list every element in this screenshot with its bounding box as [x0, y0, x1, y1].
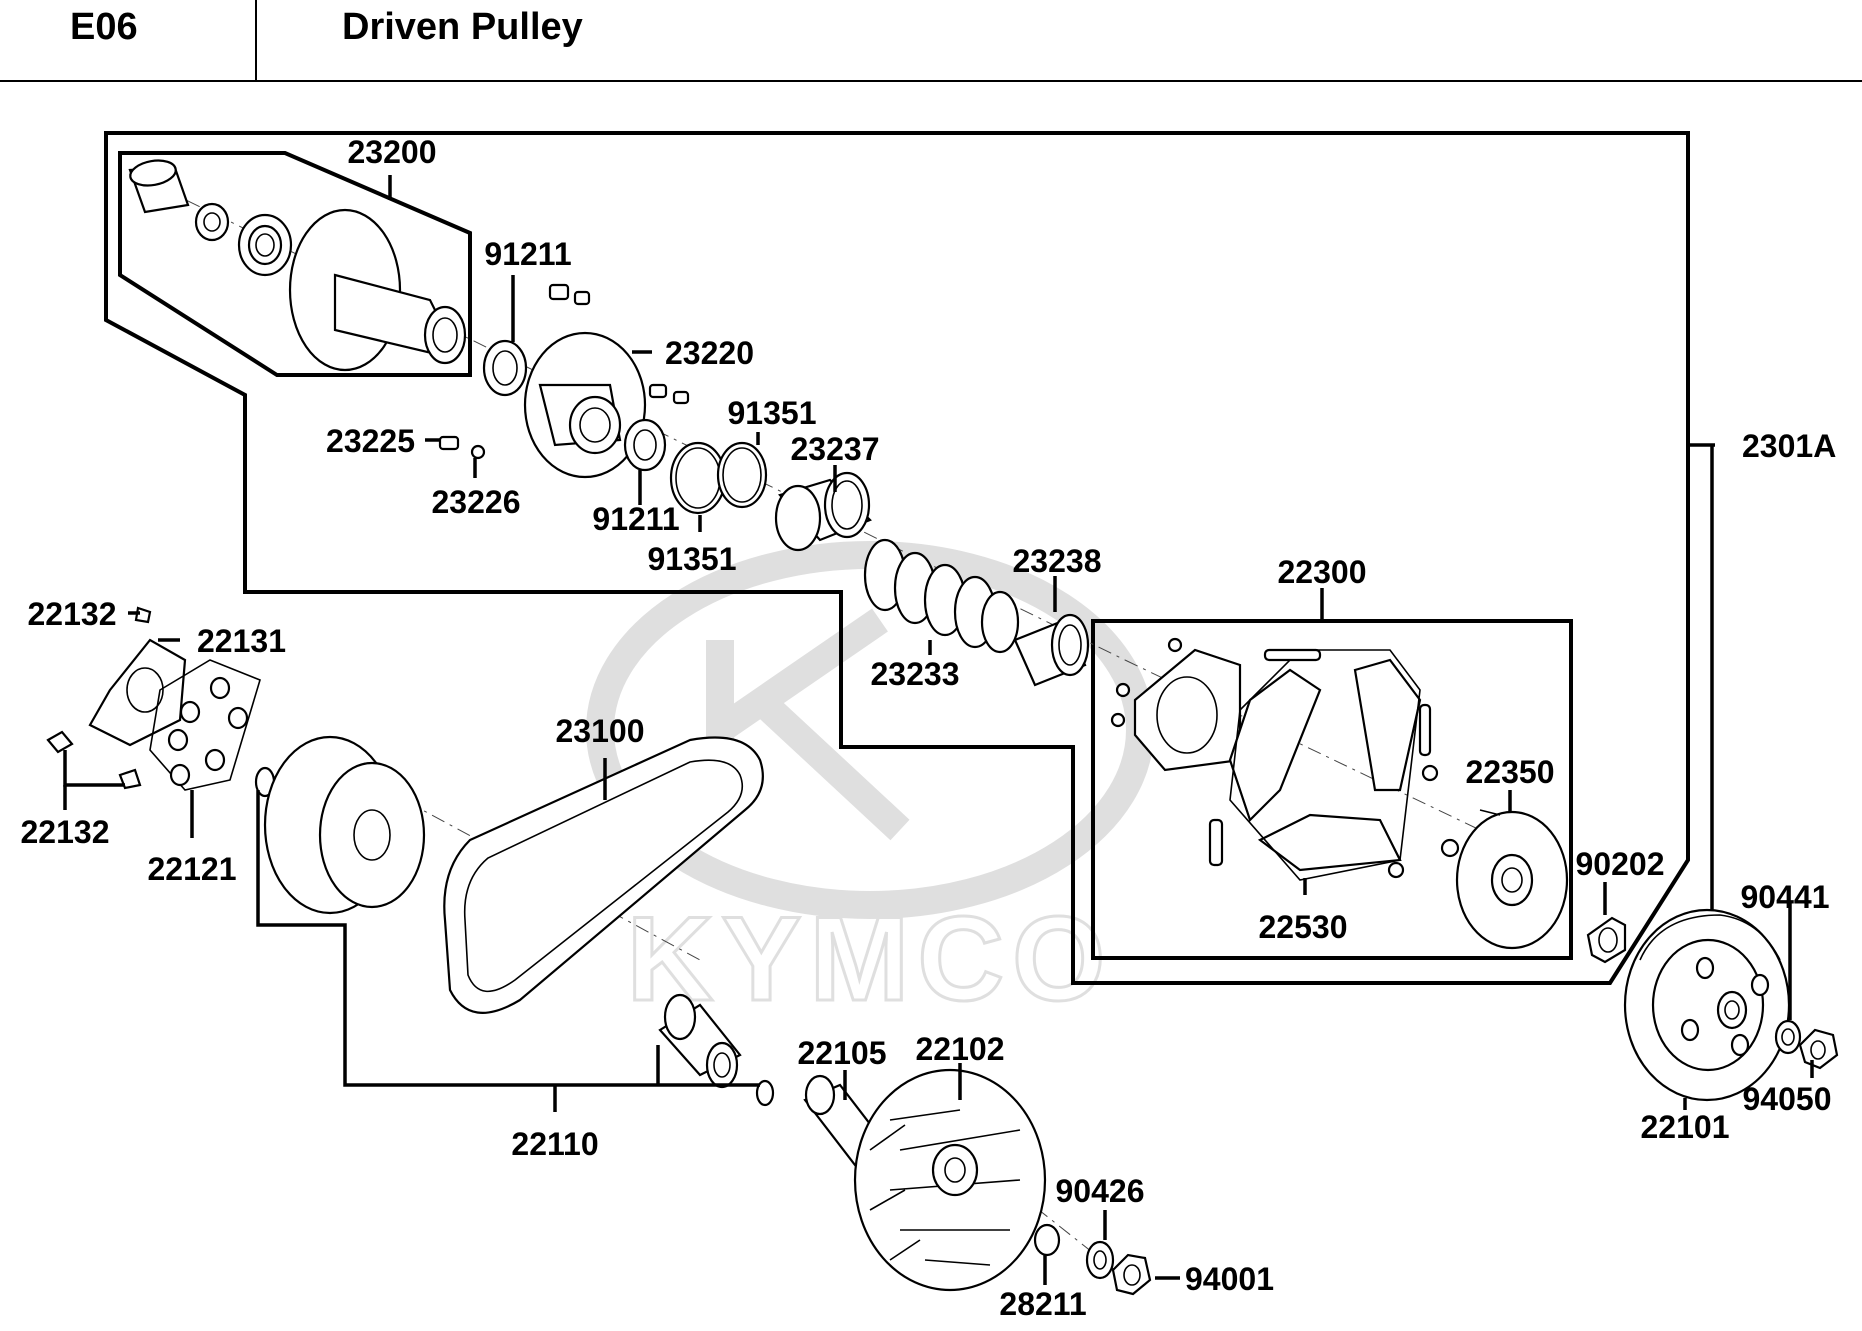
- leader-lines: [63, 175, 1814, 1285]
- bushing-23200: [128, 159, 190, 214]
- oil-seal-91211-lower: [623, 418, 667, 472]
- bearing-23200: [237, 213, 293, 277]
- part-label-22121[interactable]: 22121: [148, 851, 237, 887]
- seal-small: [194, 202, 230, 242]
- spring-seat-23238: [1013, 613, 1090, 687]
- washer-28211: [1033, 1223, 1061, 1257]
- part-label-23225[interactable]: 23225: [326, 423, 415, 459]
- v-belt-23100: [443, 736, 764, 1014]
- section-code: E06: [70, 6, 138, 48]
- spring-23233: [863, 538, 1020, 654]
- part-label-94001[interactable]: 94001: [1185, 1261, 1274, 1297]
- subassembly-frame-23200: [118, 151, 472, 377]
- kymco-watermark: KYMCO: [586, 541, 1154, 1028]
- part-label-91211-upper[interactable]: 91211: [484, 236, 571, 272]
- part-label-91211-lower[interactable]: 91211: [592, 501, 679, 537]
- part-label-90202[interactable]: 90202: [1576, 846, 1665, 882]
- o-ring-91351-a: [669, 441, 727, 515]
- part-label-23200[interactable]: 23200: [348, 134, 437, 170]
- collar-23237: [774, 471, 872, 552]
- subassembly-frame-22300: [1091, 619, 1573, 960]
- oil-seal-91211-upper: [482, 339, 528, 397]
- nut-94050: [1798, 1028, 1839, 1070]
- clutch-shoes: [1208, 648, 1439, 881]
- part-label-22101[interactable]: 22101: [1641, 1109, 1730, 1145]
- fixed-driven-face: [288, 208, 467, 372]
- drive-sleeve-22110: [658, 993, 742, 1089]
- part-label-94050[interactable]: 94050: [1743, 1081, 1832, 1117]
- movable-driven-face-23220: [523, 331, 647, 479]
- movable-drive-face: [263, 735, 426, 915]
- part-label-91351-lower[interactable]: 91351: [648, 541, 737, 577]
- part-label-28211[interactable]: 28211: [999, 1286, 1086, 1322]
- o-ring-91351-b: [716, 441, 768, 509]
- part-label-23237[interactable]: 23237: [791, 431, 880, 467]
- part-label-22300[interactable]: 22300: [1278, 554, 1367, 590]
- guide-pins-upper: [548, 283, 591, 306]
- part-label-22110[interactable]: 22110: [511, 1126, 598, 1162]
- washer-90426: [1085, 1240, 1115, 1280]
- header-divider: [255, 0, 257, 80]
- assembly-frame-2301A: [104, 131, 1690, 985]
- weight-rollers-22121: [149, 659, 261, 791]
- fan-drive-face-22102: [853, 1068, 1047, 1292]
- washer-90441: [1774, 1019, 1802, 1055]
- page-title: Driven Pulley: [342, 6, 583, 48]
- part-label-23220[interactable]: 23220: [665, 335, 754, 371]
- watermark-text: KYMCO: [627, 892, 1114, 1026]
- clutch-plate: [1110, 637, 1242, 772]
- part-label-23238[interactable]: 23238: [1013, 543, 1102, 579]
- part-label-23233[interactable]: 23233: [871, 656, 960, 692]
- part-label-22132-upper[interactable]: 22132: [28, 596, 117, 632]
- part-label-90426[interactable]: 90426: [1056, 1173, 1145, 1209]
- part-label-23100[interactable]: 23100: [556, 713, 645, 749]
- pin-23225: [438, 435, 486, 460]
- clutch-carrier-22350: [1440, 809, 1569, 950]
- part-label-22530[interactable]: 22530: [1259, 909, 1348, 945]
- part-label-90441[interactable]: 90441: [1741, 879, 1830, 915]
- circlip-small: [755, 1079, 775, 1107]
- part-label-22131[interactable]: 22131: [197, 623, 286, 659]
- clutch-outer-22101: [1623, 908, 1791, 1102]
- nut-94001: [1111, 1253, 1152, 1296]
- nut-90202: [1586, 916, 1627, 964]
- guide-pins-lower: [648, 383, 690, 405]
- part-label-2301A[interactable]: 2301A: [1742, 428, 1836, 464]
- part-label-22105[interactable]: 22105: [798, 1035, 887, 1071]
- part-label-23226[interactable]: 23226: [432, 484, 521, 520]
- part-label-22350[interactable]: 22350: [1466, 754, 1555, 790]
- slider-22132: [46, 730, 142, 790]
- part-label-91351-upper[interactable]: 91351: [728, 395, 817, 431]
- part-label-22132-lower[interactable]: 22132: [21, 814, 110, 850]
- page-header: E06 Driven Pulley: [0, 0, 1862, 82]
- part-label-22102[interactable]: 22102: [916, 1031, 1005, 1067]
